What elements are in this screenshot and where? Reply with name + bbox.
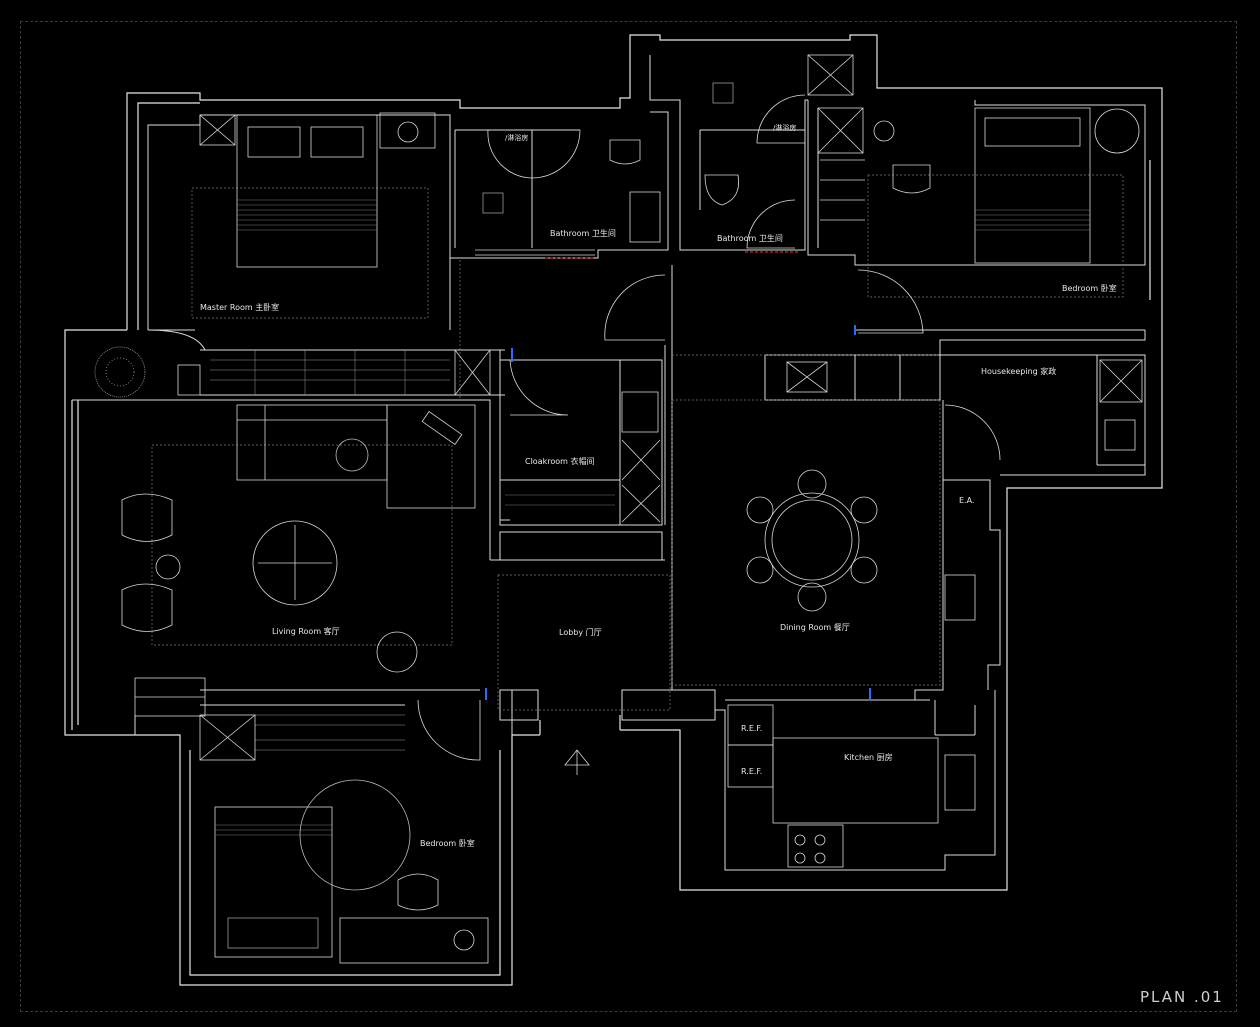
ne-bed <box>974 107 1091 264</box>
shower-label-2: /淋浴房 <box>773 123 796 132</box>
room-label-bath1: Bathroom 卫生间 <box>550 228 616 238</box>
room-label-bedroom-sw: Bedroom 卧室 <box>420 838 475 848</box>
room-label-lobby: Lobby 门厅 <box>559 627 602 637</box>
plan-title: PLAN .01 <box>1140 988 1224 1006</box>
room-label-bath2: Bathroom 卫生间 <box>717 233 783 243</box>
interior-walls <box>72 55 1146 871</box>
room-labels: Master Room 主卧室 Bathroom 卫生间 Bathroom 卫生… <box>200 123 1117 848</box>
furniture <box>94 54 1143 964</box>
dashed-zones <box>151 174 1124 711</box>
room-label-kitchen: Kitchen 厨房 <box>844 752 893 762</box>
ea-label: E.A. <box>959 496 974 505</box>
ref-label-2: R.E.F. <box>741 767 762 776</box>
drawing-frame <box>20 21 1237 1012</box>
accent-marks <box>485 251 871 700</box>
sw-bed <box>214 806 333 958</box>
room-label-dining: Dining Room 餐厅 <box>780 623 850 632</box>
room-label-housekeeping: Housekeeping 家政 <box>981 366 1056 376</box>
master-bed <box>236 114 378 268</box>
coffee-table <box>252 520 338 606</box>
room-label-cloakroom: Cloakroom 衣帽间 <box>525 456 594 466</box>
ref-label-1: R.E.F. <box>741 724 762 733</box>
shower-label-1: /淋浴房 <box>505 133 528 142</box>
kitchen-island <box>772 737 939 824</box>
room-label-master: Master Room 主卧室 <box>200 302 279 312</box>
room-label-living: Living Room 客厅 <box>272 626 340 636</box>
doors <box>417 94 1001 761</box>
exterior-walls <box>64 34 1163 986</box>
dining-table <box>764 492 860 588</box>
plant-icon <box>94 346 146 398</box>
room-label-bedroom-ne: Bedroom 卧室 <box>1062 283 1117 293</box>
sofa <box>236 404 388 481</box>
